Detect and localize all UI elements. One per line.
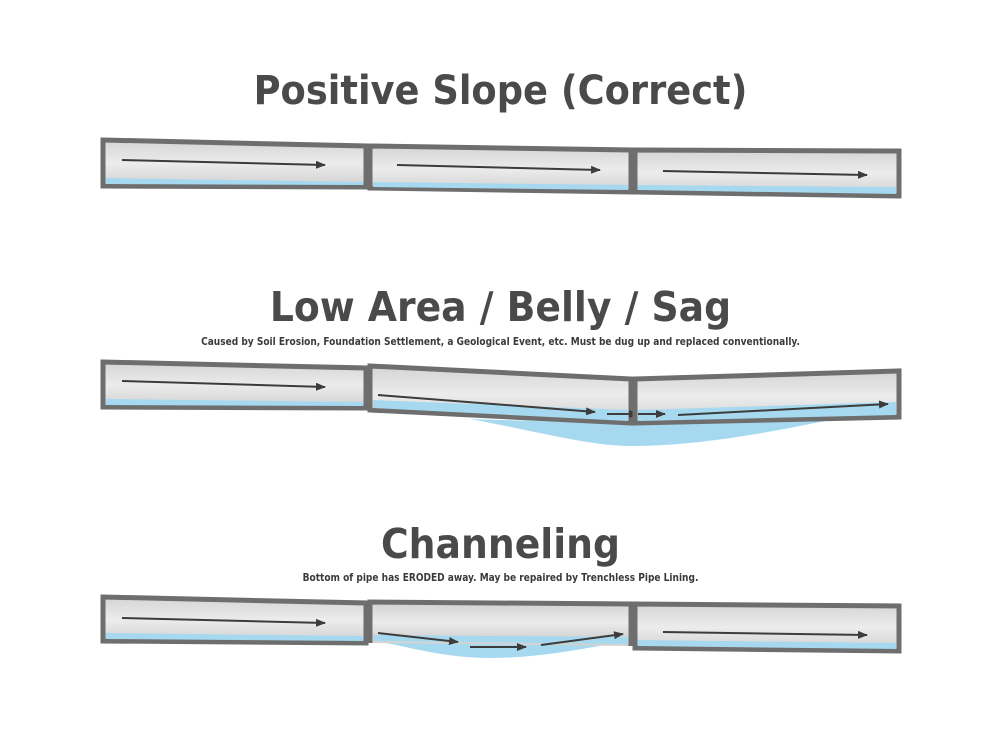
pipe-segment: [100, 359, 369, 411]
pipe-segment: [367, 363, 639, 426]
belly-sag-caption: Caused by Soil Erosion, Foundation Settl…: [201, 336, 800, 348]
pipe-segment: [632, 601, 902, 654]
channeling-caption: Bottom of pipe has ERODED away. May be r…: [302, 572, 699, 584]
positive-slope-pipe: [100, 137, 902, 199]
pooled-water: [470, 419, 830, 446]
pipe-segment: [367, 143, 634, 195]
pipe-segment-eroded: [367, 599, 634, 658]
belly-sag-pipe: [100, 359, 902, 446]
pipe-segment: [632, 368, 902, 426]
channeling-title: Channeling: [381, 520, 620, 568]
pipe-segment: [632, 147, 902, 199]
pipe-segment: [100, 594, 369, 646]
channeling-pipe: [100, 594, 902, 658]
belly-sag-title: Low Area / Belly / Sag: [269, 283, 732, 331]
pipe-segment: [100, 137, 369, 190]
positive-slope-title: Positive Slope (Correct): [253, 68, 748, 114]
